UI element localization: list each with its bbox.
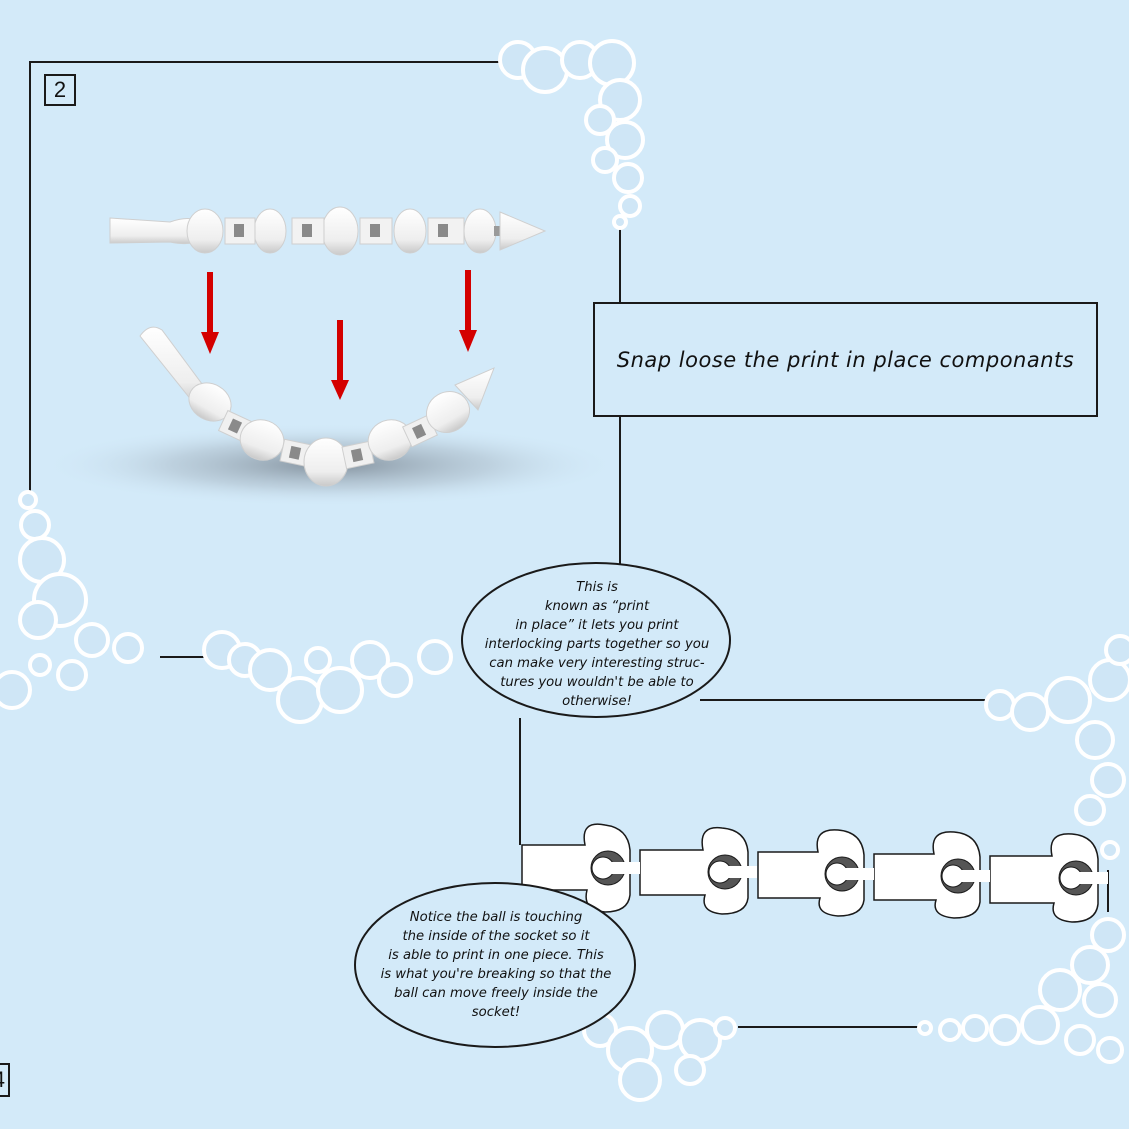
step-number: 2 [44, 74, 76, 106]
bubble-decoration-top-right [498, 39, 645, 230]
callout-line: ball can move freely inside the [394, 986, 598, 1001]
step-title-text: Snap loose the print in place componants [616, 347, 1075, 372]
ball-socket-balls [591, 856, 1108, 890]
ball-socket-chain [521, 823, 1099, 923]
callout-line: otherwise! [562, 694, 632, 709]
callout-text-ball-socket: Notice the ball is touching the inside o… [358, 908, 634, 1022]
callout-line: known as “print [544, 599, 650, 614]
callout-text-print-in-place: This is known as “print in place” it let… [468, 578, 726, 711]
callout-line: tures you wouldn't be able to [500, 675, 694, 690]
callout-line: the inside of the socket so it [402, 929, 590, 944]
bubble-decoration-bottom [582, 1010, 737, 1102]
callout-line: in place” it lets you print [515, 618, 679, 633]
bubble-decoration-bottom-right [917, 634, 1129, 1064]
step-title: Snap loose the print in place componants [593, 302, 1098, 417]
callout-line: is what you're breaking so that the [380, 967, 612, 982]
callout-line: socket! [471, 1005, 521, 1020]
curved-chain-part [139, 326, 495, 487]
next-step-number-partial: 4 [0, 1063, 10, 1097]
callout-bubble-print-in-place [461, 562, 731, 718]
callout-line: can make very interesting struc- [489, 656, 705, 671]
callout-bubble-ball-socket [354, 882, 636, 1048]
callout-line: Notice the ball is touching [409, 910, 583, 925]
arrow-left [207, 272, 213, 334]
red-arrows [201, 270, 477, 400]
callout-line: This is [576, 580, 618, 595]
callout-line: is able to print in one piece. This [388, 948, 604, 963]
arrow-right [465, 270, 471, 332]
arrow-middle [337, 320, 343, 382]
bubble-decoration-mid [202, 630, 453, 724]
panel-frame-lines [29, 61, 1109, 1028]
callout-line: interlocking parts together so you [484, 637, 710, 652]
bubble-decoration-left [0, 490, 144, 710]
straight-chain-part [109, 206, 547, 256]
